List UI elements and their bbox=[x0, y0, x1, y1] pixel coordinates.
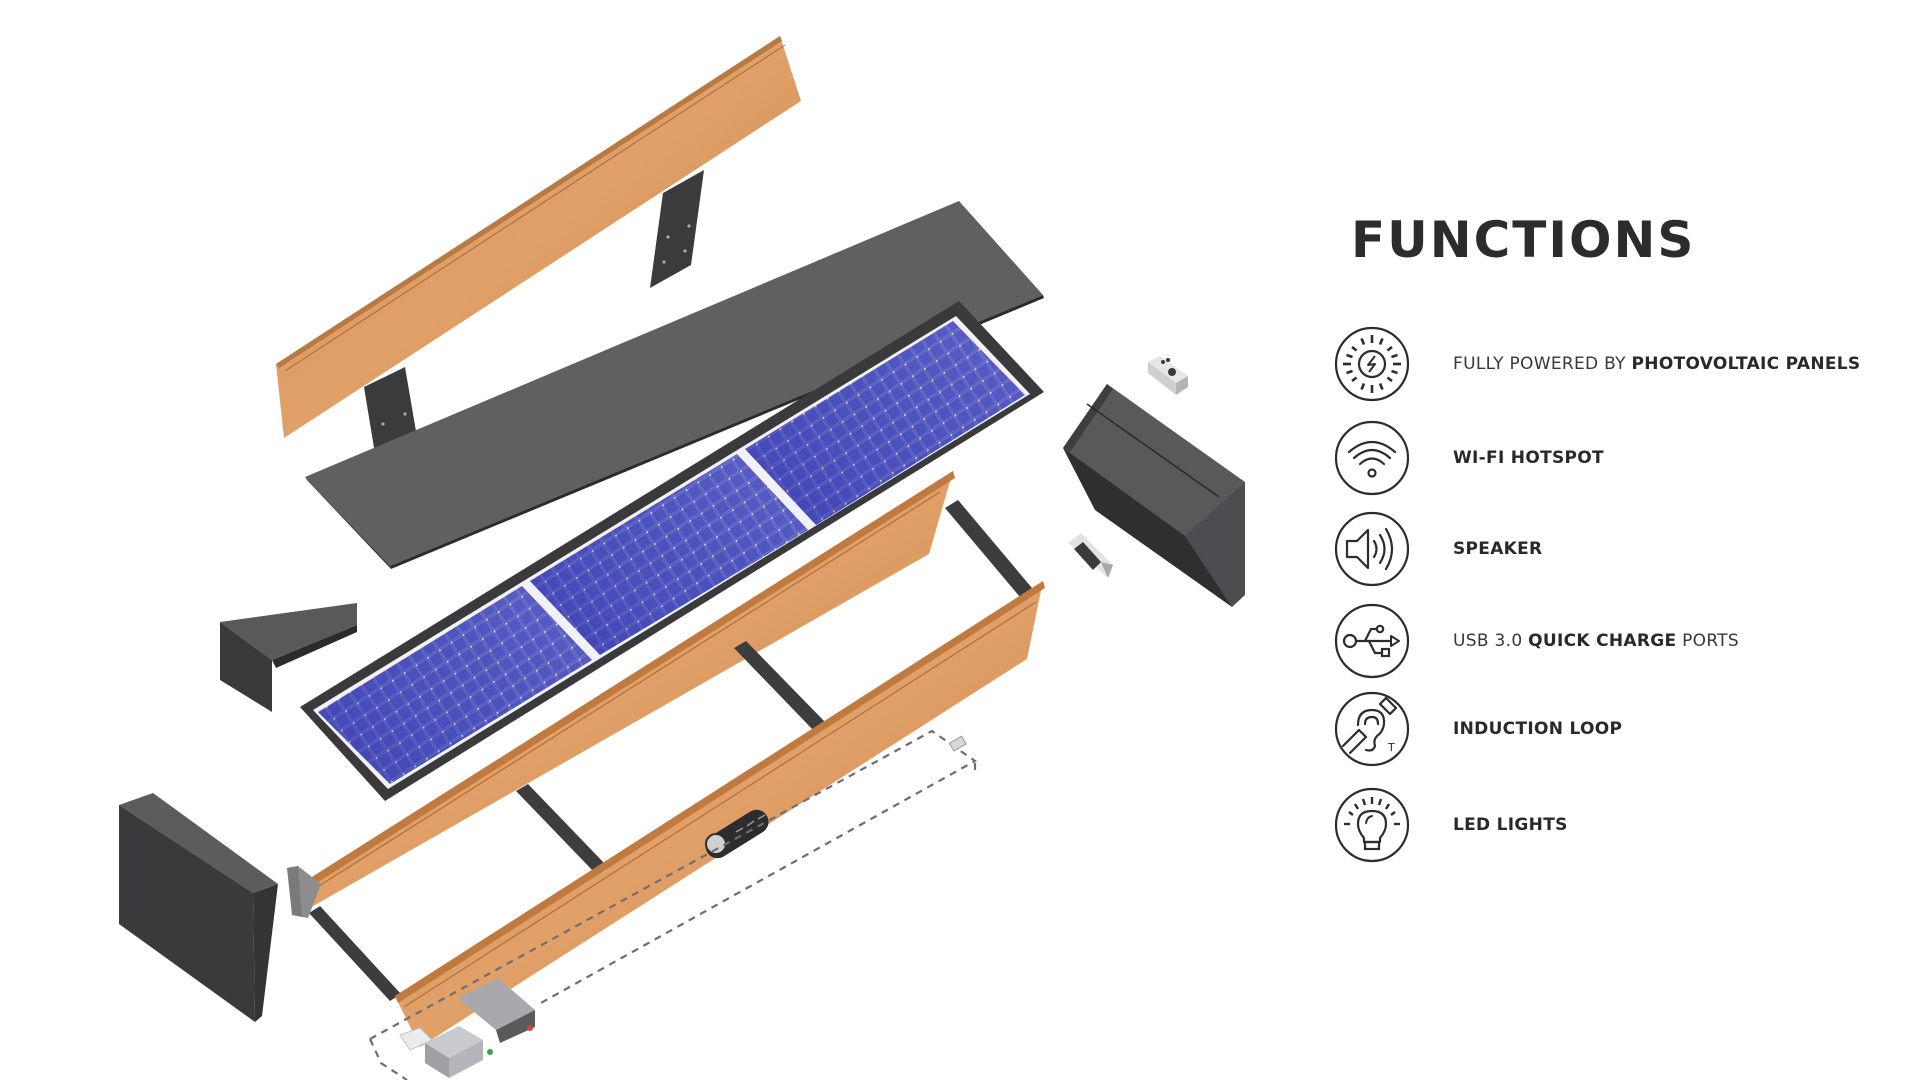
feature-speaker: SPEAKER bbox=[1333, 511, 1913, 587]
solar-panel-array bbox=[300, 301, 1044, 801]
solar-power-icon bbox=[1334, 326, 1410, 402]
hearing-loop-icon: T bbox=[1334, 691, 1410, 767]
feature-induction-loop: T INDUCTION LOOP bbox=[1333, 691, 1913, 767]
cable-connector bbox=[948, 735, 967, 752]
electronics-module bbox=[399, 978, 535, 1078]
feature-label: INDUCTION LOOP bbox=[1453, 719, 1623, 739]
crossbar-middle bbox=[734, 641, 827, 732]
feature-wifi: WI-FI HOTSPOT bbox=[1333, 420, 1913, 496]
seat-cover-sheet bbox=[305, 201, 1043, 566]
crossbar-right bbox=[945, 500, 1032, 597]
light-bracket bbox=[1068, 533, 1113, 578]
front-seat-beam bbox=[395, 581, 1043, 1047]
backrest-bracket-right bbox=[650, 170, 704, 288]
crossbar-left-end bbox=[309, 906, 401, 1001]
functions-panel: FUNCTIONS FULLY POWERED BY PHOTOVOLTAIC … bbox=[1333, 0, 1920, 1080]
feature-label: USB 3.0 QUICK CHARGE PORTS bbox=[1453, 631, 1740, 651]
feature-label: WI-FI HOTSPOT bbox=[1453, 448, 1604, 468]
feature-led-lights: LED LIGHTS bbox=[1333, 787, 1913, 863]
end-block-left bbox=[119, 793, 321, 1022]
backrest bbox=[276, 36, 801, 466]
light-bulb-icon bbox=[1334, 787, 1410, 863]
end-block-right bbox=[1063, 356, 1245, 607]
speaker-icon bbox=[1334, 511, 1410, 587]
svg-text:T: T bbox=[1387, 741, 1395, 754]
backrest-wood-beam bbox=[276, 36, 801, 438]
usb-charge-plate bbox=[705, 809, 769, 859]
crossbar-left-inner bbox=[516, 784, 606, 872]
functions-title: FUNCTIONS bbox=[1351, 211, 1696, 269]
usb-icon bbox=[1334, 603, 1410, 679]
feature-usb: USB 3.0 QUICK CHARGE PORTS bbox=[1333, 603, 1913, 679]
wifi-icon bbox=[1334, 420, 1410, 496]
seat-support-left bbox=[220, 603, 357, 712]
control-box bbox=[1148, 356, 1188, 395]
feature-label: FULLY POWERED BY PHOTOVOLTAIC PANELS bbox=[1453, 354, 1861, 374]
feature-label: SPEAKER bbox=[1453, 539, 1543, 559]
feature-label: LED LIGHTS bbox=[1453, 815, 1568, 835]
seat-frame bbox=[293, 471, 1045, 1047]
feature-photovoltaic: FULLY POWERED BY PHOTOVOLTAIC PANELS bbox=[1333, 326, 1913, 402]
